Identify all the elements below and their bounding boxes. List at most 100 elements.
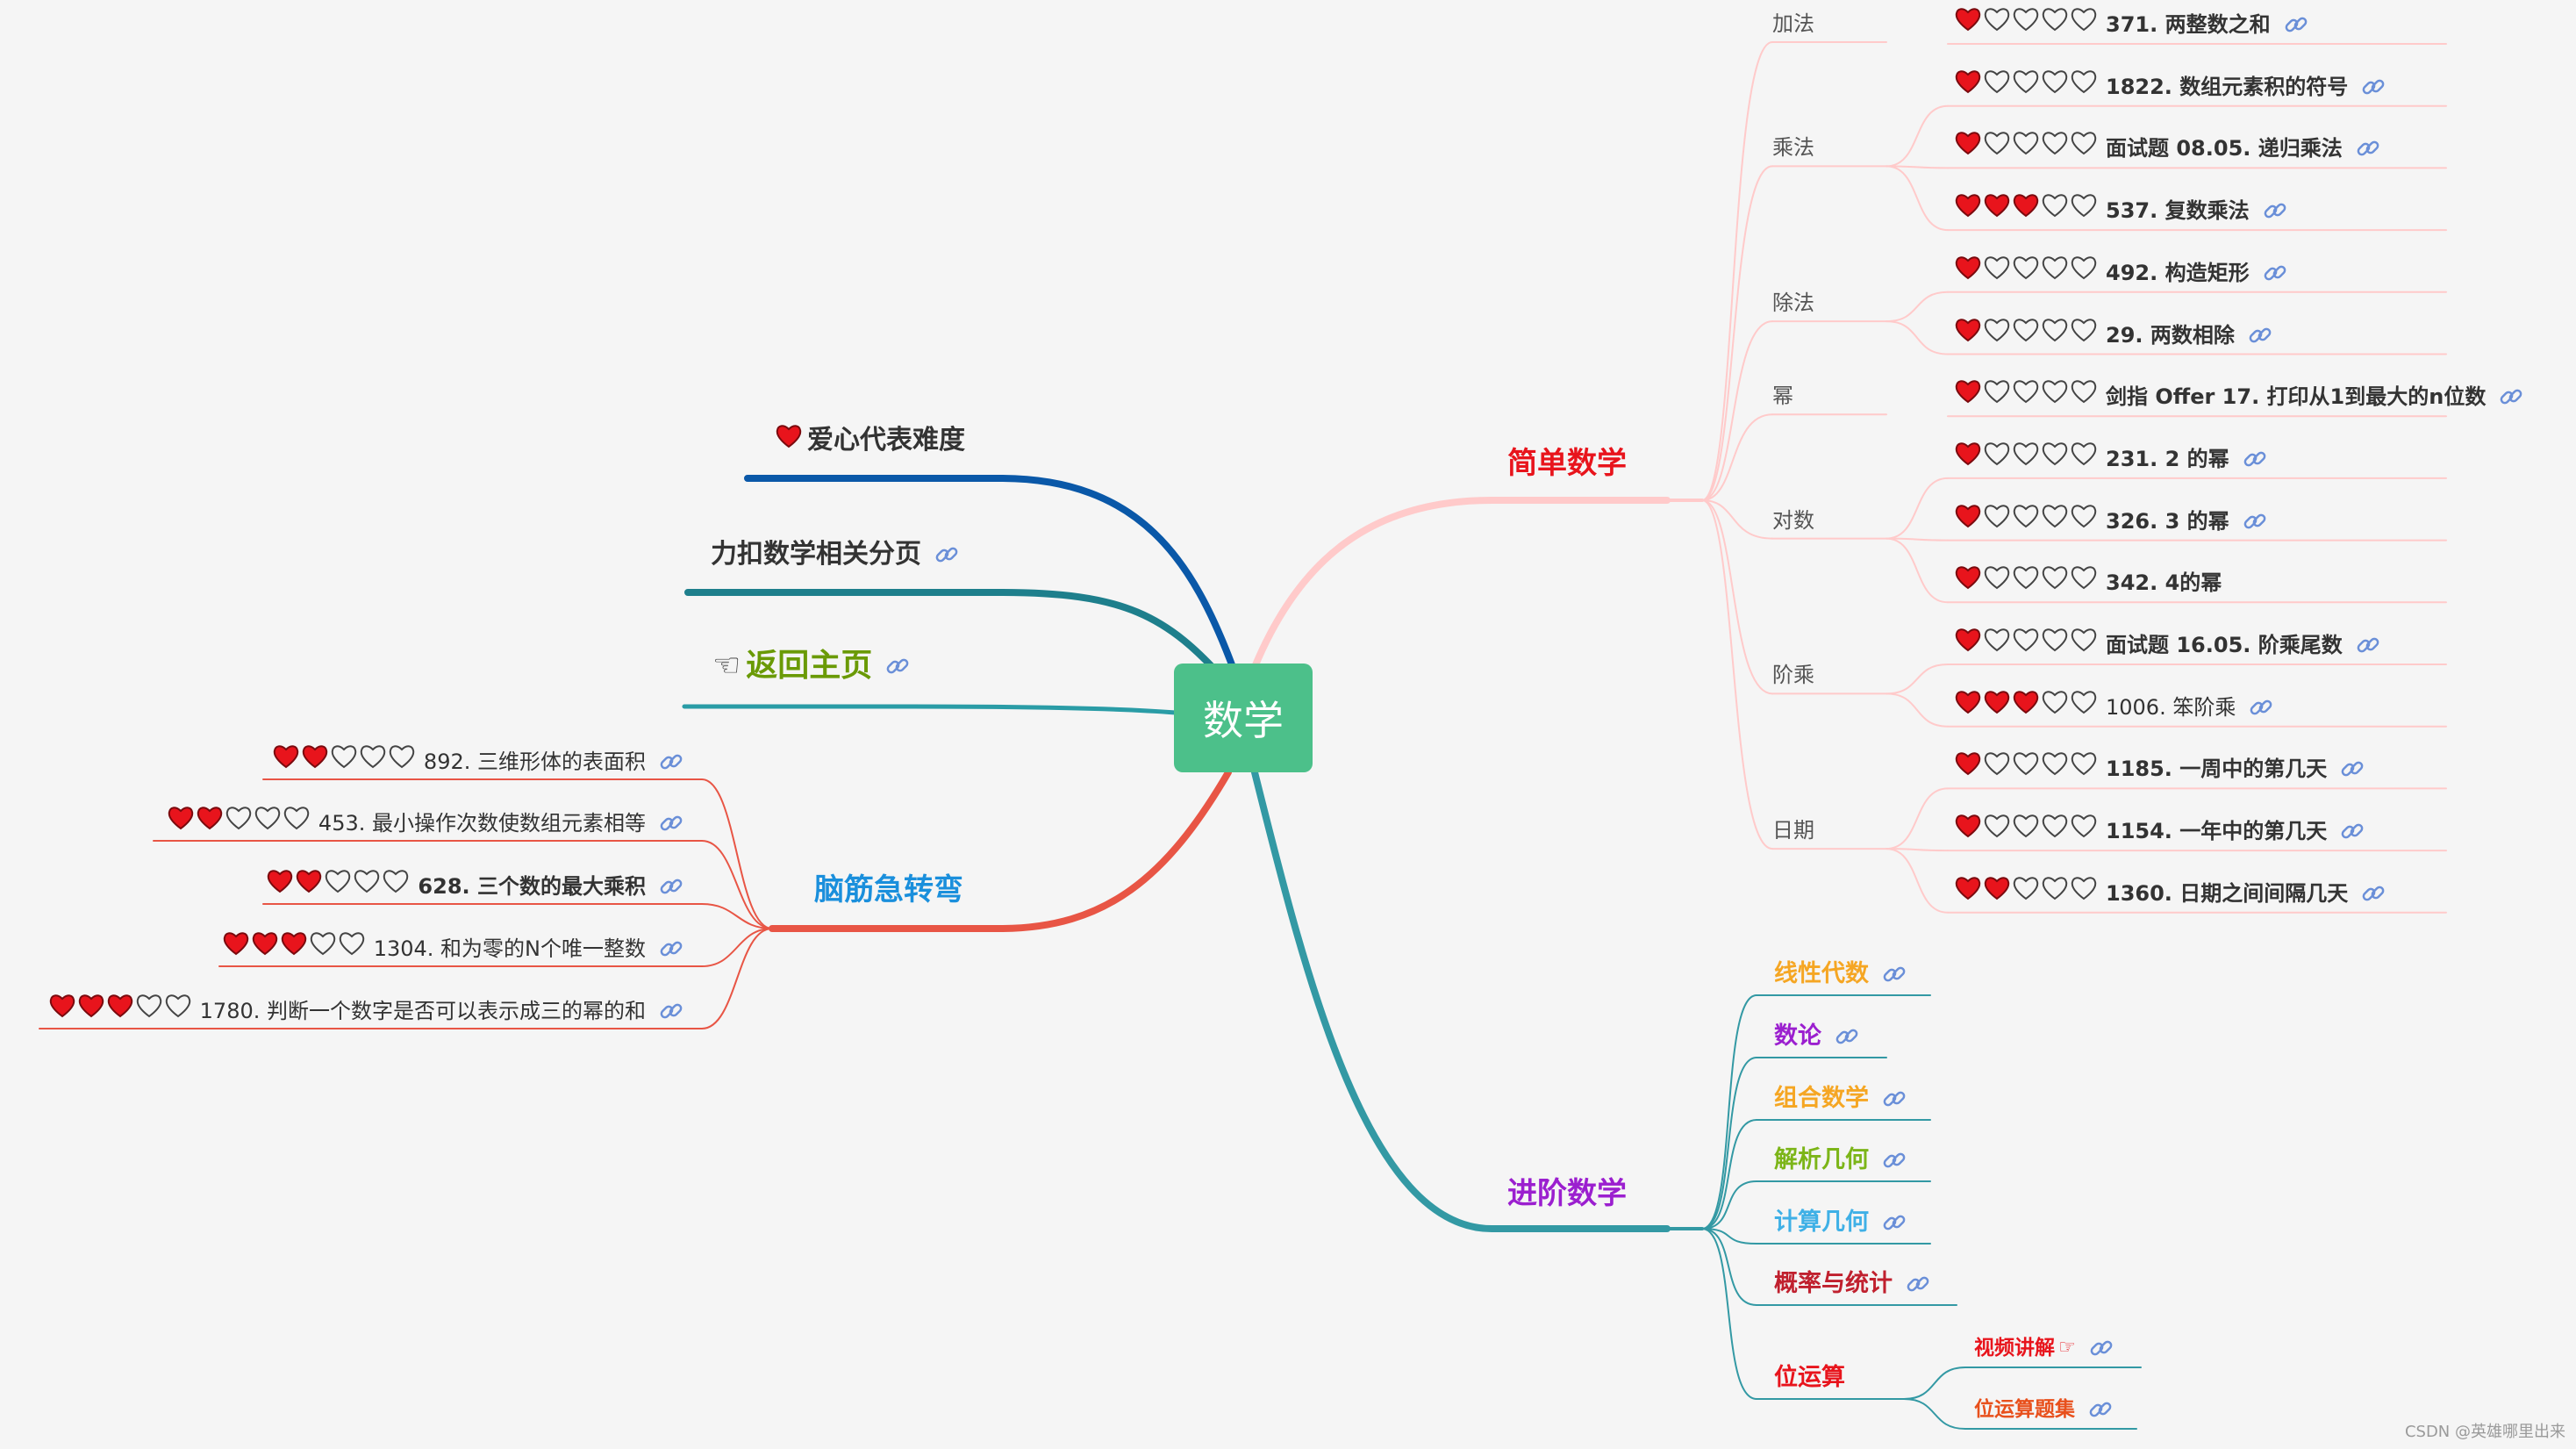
advanced-topic-label: 解析几何 bbox=[1774, 1146, 1869, 1173]
heart-icon bbox=[2071, 565, 2097, 600]
heart-icon bbox=[1984, 751, 2010, 786]
paperclip-link-icon[interactable] bbox=[2339, 756, 2365, 782]
heart-icon bbox=[2071, 690, 2097, 725]
heart-icon bbox=[2071, 255, 2097, 291]
brain-teaser-item[interactable]: 892. 三维形体的表面积 bbox=[273, 744, 684, 779]
heart-icon bbox=[1984, 690, 2010, 725]
branch-connector bbox=[701, 928, 773, 967]
simple-math-item[interactable]: 1006. 笨阶乘 bbox=[1955, 690, 2274, 725]
paperclip-link-icon[interactable] bbox=[1905, 1271, 1931, 1297]
simple-group-label[interactable]: 除法 bbox=[1772, 291, 1814, 316]
brain-teaser-item[interactable]: 1304. 和为零的N个唯一整数 bbox=[223, 931, 684, 966]
branch-connector bbox=[1701, 1180, 1757, 1230]
paperclip-link-icon[interactable] bbox=[1881, 1147, 1907, 1173]
heart-icon bbox=[2071, 876, 2097, 911]
simple-math-item[interactable]: 492. 构造矩形 bbox=[1955, 255, 2288, 291]
bit-operation-child[interactable]: 位运算题集 bbox=[1974, 1392, 2114, 1427]
advanced-topic-node[interactable]: 概率与统计 bbox=[1774, 1266, 1931, 1302]
simple-math-item[interactable]: 231. 2 的幂 bbox=[1955, 441, 2268, 477]
leetcode-page-node[interactable]: 力扣数学相关分页 bbox=[711, 537, 960, 572]
simple-group-label[interactable]: 对数 bbox=[1772, 507, 1814, 533]
simple-math-item[interactable]: 1154. 一年中的第几天 bbox=[1955, 814, 2365, 849]
paperclip-link-icon[interactable] bbox=[1834, 1023, 1860, 1050]
advanced-topic-node[interactable]: 线性代数 bbox=[1774, 957, 1907, 992]
simple-group-label[interactable]: 日期 bbox=[1772, 818, 1814, 843]
heart-icon bbox=[1984, 441, 2010, 477]
paperclip-link-icon[interactable] bbox=[658, 936, 684, 962]
simple-math-item[interactable]: 342. 4的幂 bbox=[1955, 565, 2222, 600]
paperclip-link-icon[interactable] bbox=[2360, 74, 2386, 100]
simple-group-label[interactable]: 幂 bbox=[1772, 384, 1793, 409]
paperclip-link-icon[interactable] bbox=[2355, 135, 2381, 161]
simple-group-label[interactable]: 加法 bbox=[1772, 11, 1814, 36]
paperclip-link-icon[interactable] bbox=[2360, 880, 2386, 907]
advanced-topic-node[interactable]: 计算几何 bbox=[1774, 1205, 1907, 1240]
difficulty-hearts bbox=[1955, 7, 2097, 42]
simple-math-item[interactable]: 371. 两整数之和 bbox=[1955, 7, 2309, 42]
heart-icon bbox=[1984, 255, 2010, 291]
paperclip-link-icon[interactable] bbox=[2355, 632, 2381, 658]
simple-math-item[interactable]: 面试题 08.05. 递归乘法 bbox=[1955, 131, 2381, 166]
advanced-topic-node[interactable]: 解析几何 bbox=[1774, 1143, 1907, 1178]
paperclip-link-icon[interactable] bbox=[2242, 446, 2268, 472]
brain-teaser-item[interactable]: 453. 最小操作次数使数组元素相等 bbox=[168, 806, 684, 841]
paperclip-link-icon[interactable] bbox=[2242, 508, 2268, 534]
branch-connector bbox=[684, 589, 1232, 688]
paperclip-link-icon[interactable] bbox=[2087, 1396, 2114, 1423]
paperclip-link-icon[interactable] bbox=[2498, 384, 2524, 410]
branch-connector bbox=[1251, 769, 1671, 1232]
simple-math-item[interactable]: 537. 复数乘法 bbox=[1955, 193, 2288, 228]
heart-icon bbox=[310, 931, 336, 966]
paperclip-link-icon[interactable] bbox=[884, 653, 911, 679]
bit-operation-child[interactable]: 视频讲解☞ bbox=[1974, 1331, 2114, 1366]
simple-group-label[interactable]: 阶乘 bbox=[1772, 663, 1814, 688]
paperclip-link-icon[interactable] bbox=[1881, 961, 1907, 987]
back-home-node[interactable]: ☜ 返回主页 bbox=[712, 644, 911, 688]
advanced-topic-node[interactable]: 位运算 bbox=[1774, 1360, 1845, 1395]
simple-math-item[interactable]: 326. 3 的幂 bbox=[1955, 504, 2268, 539]
advanced-topic-node[interactable]: 组合数学 bbox=[1774, 1081, 1907, 1116]
footer-watermark: CSDN @英雄哪里出来 bbox=[2404, 1423, 2565, 1441]
brain-teaser-item[interactable]: 1780. 判断一个数字是否可以表示成三的幂的和 bbox=[49, 993, 684, 1029]
paperclip-link-icon[interactable] bbox=[2088, 1335, 2114, 1361]
heart-icon bbox=[331, 744, 357, 779]
simple-math-item[interactable]: 1185. 一周中的第几天 bbox=[1955, 751, 2365, 786]
paperclip-link-icon[interactable] bbox=[2283, 11, 2309, 38]
paperclip-link-icon[interactable] bbox=[658, 749, 684, 775]
heart-icon bbox=[1955, 504, 1981, 539]
paperclip-link-icon[interactable] bbox=[658, 998, 684, 1024]
legend-node[interactable]: 爱心代表难度 bbox=[776, 423, 965, 458]
paperclip-link-icon[interactable] bbox=[658, 873, 684, 900]
paperclip-link-icon[interactable] bbox=[934, 542, 960, 568]
problem-title: 628. 三个数的最大乘积 bbox=[418, 874, 646, 899]
advanced-topic-node[interactable]: 数论 bbox=[1774, 1019, 1860, 1054]
brain-teaser-node[interactable]: 脑筋急转弯 bbox=[814, 872, 963, 907]
simple-math-item[interactable]: 29. 两数相除 bbox=[1955, 318, 2273, 353]
paperclip-link-icon[interactable] bbox=[2247, 322, 2273, 348]
heart-icon bbox=[302, 744, 328, 779]
difficulty-hearts bbox=[223, 931, 365, 966]
simple-group-label[interactable]: 乘法 bbox=[1772, 135, 1814, 161]
paperclip-link-icon[interactable] bbox=[1881, 1209, 1907, 1236]
paperclip-link-icon[interactable] bbox=[2262, 260, 2288, 286]
problem-title: 1304. 和为零的N个唯一整数 bbox=[373, 936, 646, 961]
simple-math-item[interactable]: 1822. 数组元素积的符号 bbox=[1955, 69, 2386, 104]
heart-icon bbox=[2042, 441, 2068, 477]
simple-math-item[interactable]: 1360. 日期之间间隔几天 bbox=[1955, 876, 2386, 911]
difficulty-hearts bbox=[267, 869, 409, 904]
heart-icon bbox=[2042, 379, 2068, 414]
heart-icon bbox=[2013, 318, 2039, 353]
paperclip-link-icon[interactable] bbox=[1881, 1086, 1907, 1112]
advanced-math-node[interactable]: 进阶数学 bbox=[1507, 1176, 1627, 1211]
paperclip-link-icon[interactable] bbox=[2262, 197, 2288, 224]
root-node-math[interactable]: 数学 bbox=[1174, 664, 1313, 772]
simple-math-node[interactable]: 简单数学 bbox=[1507, 446, 1627, 481]
simple-math-item[interactable]: 剑指 Offer 17. 打印从1到最大的n位数 bbox=[1955, 379, 2524, 414]
simple-math-item[interactable]: 面试题 16.05. 阶乘尾数 bbox=[1955, 628, 2381, 663]
paperclip-link-icon[interactable] bbox=[2339, 818, 2365, 844]
difficulty-hearts bbox=[168, 806, 310, 841]
heart-icon bbox=[1984, 318, 2010, 353]
paperclip-link-icon[interactable] bbox=[658, 810, 684, 836]
brain-teaser-item[interactable]: 628. 三个数的最大乘积 bbox=[267, 869, 684, 904]
paperclip-link-icon[interactable] bbox=[2248, 694, 2274, 721]
